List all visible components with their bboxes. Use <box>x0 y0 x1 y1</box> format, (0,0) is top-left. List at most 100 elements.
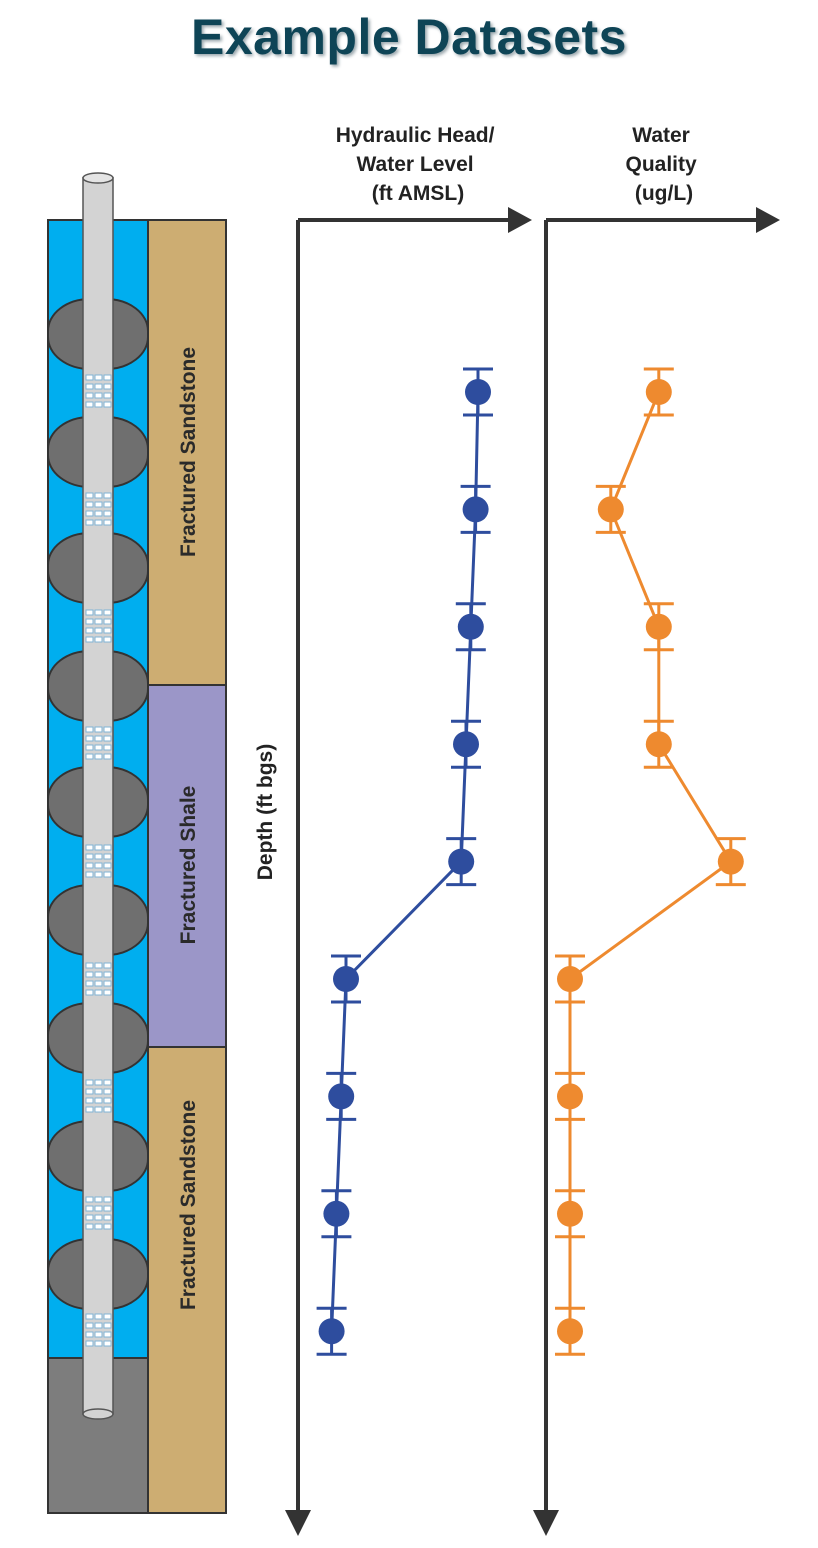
screen-slot <box>85 1322 94 1329</box>
screen-slot <box>94 1088 103 1095</box>
head-axis-title-line-2: Water Level <box>357 153 474 176</box>
depth-axis-label: Depth (ft bgs) <box>254 744 277 880</box>
screen-slot <box>103 871 112 878</box>
well-screen <box>85 1196 112 1230</box>
screen-slot <box>85 853 94 860</box>
screen-slot <box>85 383 94 390</box>
screen-slot <box>103 853 112 860</box>
page-title: Example Datasets <box>190 9 627 65</box>
well-screen <box>85 1313 112 1347</box>
screen-slot <box>103 401 112 408</box>
screen-slot <box>85 971 94 978</box>
screen-slot <box>85 980 94 987</box>
screen-slot <box>94 636 103 643</box>
screen-slot <box>94 618 103 625</box>
screen-slot <box>85 962 94 969</box>
quality-x-axis-arrow <box>756 207 780 233</box>
borehole-column <box>47 172 149 1514</box>
screen-slot <box>94 1313 103 1320</box>
screen-slot <box>103 753 112 760</box>
data-point <box>595 484 626 534</box>
screen-slot <box>94 1223 103 1230</box>
screen-slot <box>94 1106 103 1113</box>
head-axis-title: Hydraulic Head/ Water Level (ft AMSL) <box>336 124 501 205</box>
well-screen <box>85 726 112 760</box>
screen-slot <box>103 1097 112 1104</box>
screen-slot <box>103 1322 112 1329</box>
screen-slot <box>85 510 94 517</box>
screen-slot <box>94 971 103 978</box>
screen-slot <box>94 871 103 878</box>
data-marker <box>328 1083 355 1110</box>
data-marker <box>645 379 672 405</box>
screen-slot <box>85 1088 94 1095</box>
screen-slot <box>94 510 103 517</box>
screen-slot <box>85 1205 94 1212</box>
screen-slot <box>85 844 94 851</box>
screen-slot <box>85 1097 94 1104</box>
screen-slot <box>85 374 94 381</box>
well-screen <box>85 1079 112 1113</box>
data-point <box>643 719 674 769</box>
screen-slot <box>85 726 94 733</box>
quality-depth-axis-arrow <box>533 1510 559 1536</box>
screen-slot <box>85 1196 94 1203</box>
screen-slot <box>94 980 103 987</box>
screen-slot <box>85 735 94 742</box>
screen-slot <box>94 609 103 616</box>
screen-slot <box>85 1214 94 1221</box>
head-axis-title-line-3: (ft AMSL) <box>372 182 465 205</box>
quality-series <box>555 367 746 1356</box>
screen-slot <box>85 492 94 499</box>
screen-slot <box>85 618 94 625</box>
data-marker <box>717 848 744 875</box>
screen-slot <box>103 1106 112 1113</box>
screen-slot <box>94 744 103 751</box>
screen-slot <box>103 844 112 851</box>
screen-slot <box>103 519 112 526</box>
screen-slot <box>94 753 103 760</box>
screen-slot <box>94 962 103 969</box>
layer-sandstone-lower <box>147 1046 227 1514</box>
data-point <box>451 719 481 769</box>
screen-slot <box>103 989 112 996</box>
data-point <box>555 1306 585 1356</box>
well-screen <box>85 374 112 408</box>
screen-slot <box>94 383 103 390</box>
screen-slot <box>85 392 94 399</box>
data-marker <box>323 1200 350 1227</box>
screen-slot <box>85 862 94 869</box>
data-point <box>460 484 491 534</box>
screen-slot <box>94 726 103 733</box>
screen-slot <box>94 1214 103 1221</box>
screen-slot <box>94 401 103 408</box>
head-series <box>316 367 493 1356</box>
data-marker <box>645 613 672 640</box>
data-marker <box>465 379 491 405</box>
screen-slot <box>103 962 112 969</box>
data-marker <box>453 731 479 758</box>
screen-slot <box>103 501 112 508</box>
data-point <box>463 367 493 417</box>
screen-slot <box>85 989 94 996</box>
screen-slot <box>103 510 112 517</box>
well-screen <box>85 962 112 996</box>
layer-label-sandstone-upper: Fractured Sandstone <box>177 347 200 557</box>
geology-column: Fractured Sandstone Fractured Shale Frac… <box>147 219 227 1514</box>
well-screen <box>85 492 112 526</box>
screen-slot <box>103 971 112 978</box>
screen-slot <box>103 862 112 869</box>
screen-slot <box>103 492 112 499</box>
screen-group <box>85 374 112 1347</box>
head-axis-title-line-1: Hydraulic Head/ <box>336 124 495 147</box>
axes-group <box>285 207 780 1536</box>
screen-slot <box>85 609 94 616</box>
screen-slot <box>85 501 94 508</box>
screen-slot <box>94 627 103 634</box>
data-marker <box>597 496 624 523</box>
data-point <box>643 367 674 417</box>
screen-slot <box>103 392 112 399</box>
screen-slot <box>85 627 94 634</box>
quality-axis-title-line-2: Quality <box>625 153 697 176</box>
